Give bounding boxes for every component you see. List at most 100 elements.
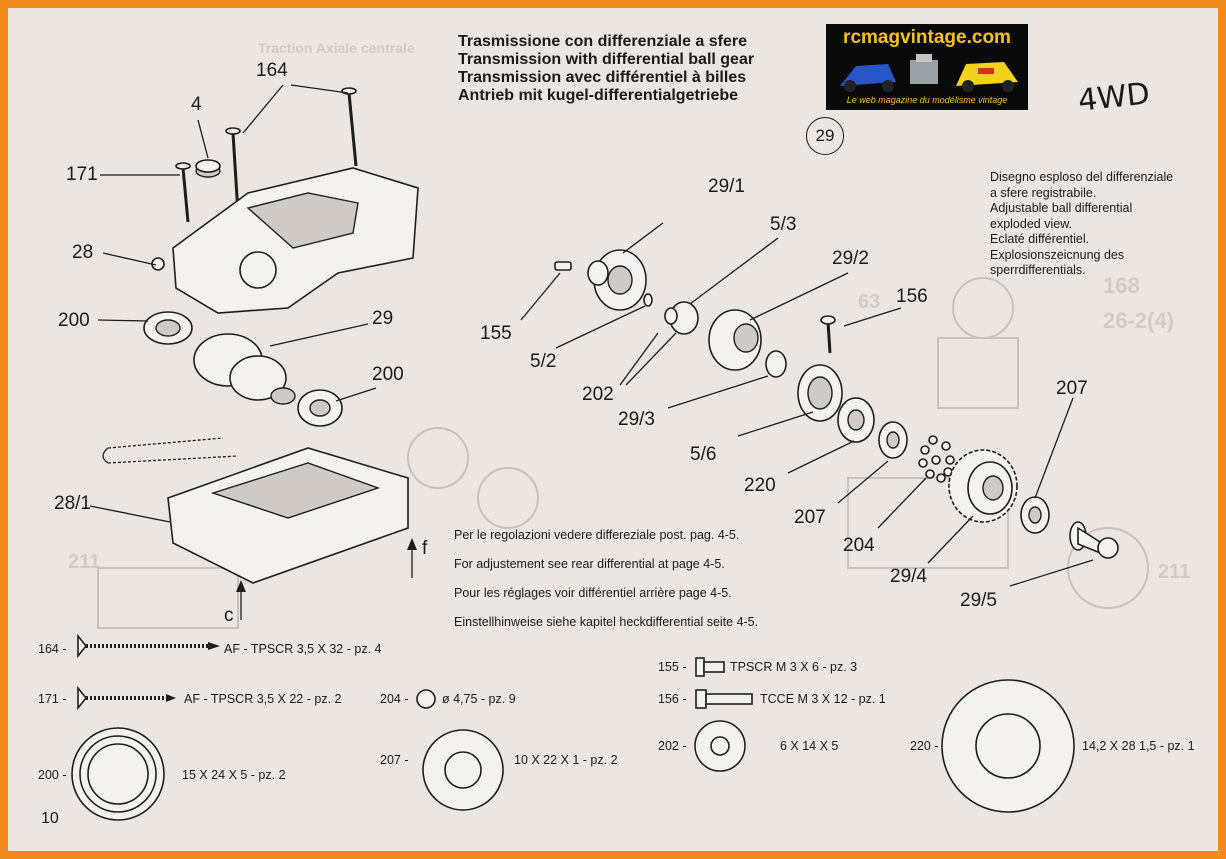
legend-200-spec: 15 X 24 X 5 - pz. 2 [182, 768, 286, 782]
legend-156-number: 156 - [658, 692, 687, 706]
screw-156 [820, 315, 836, 354]
diff-hub-29-2 [708, 309, 762, 371]
washer-207-a [878, 421, 908, 459]
callout-200-a: 200 [58, 310, 90, 331]
legend-screw-156 [695, 689, 753, 709]
pulley-29 [193, 333, 296, 405]
svg-text:Traction Axiale centrale: Traction Axiale centrale [258, 40, 415, 56]
badge-4wd: 4WD [1076, 76, 1152, 119]
title-block: Trasmissione con differenziale a sfere T… [458, 33, 754, 105]
exploded-view-drawing: 26-2(4) 168 211 211 Traction Axiale cent… [68, 40, 1190, 821]
callout-164: 164 [256, 60, 288, 81]
legend-155-spec: TPSCR M 3 X 6 - pz. 3 [730, 660, 858, 674]
description-line: Eclaté différentiel. [990, 232, 1090, 246]
description-line: Explosionszeicnung des [990, 247, 1125, 262]
callout-202: 202 [582, 384, 614, 405]
washer-207-b [1020, 496, 1050, 534]
legend-204-spec: ø 4,75 - pz. 9 [442, 692, 516, 706]
legend-156-spec: TCCE M 3 X 12 - pz. 1 [760, 692, 886, 706]
legend-202-number: 202 - [658, 739, 687, 753]
callout-29: 29 [372, 308, 394, 329]
washer-220 [837, 397, 875, 443]
callout-28-1: 28/1 [54, 493, 91, 514]
pin-5-2 [643, 293, 653, 307]
svg-text:211: 211 [68, 551, 100, 573]
note-french: Pour les réglages voir différentiel arri… [454, 586, 732, 600]
svg-text:211: 211 [1158, 561, 1190, 583]
callout-29-4: 29/4 [890, 566, 927, 587]
legend-screw-164 [77, 633, 220, 659]
legend-202-spec: 6 X 14 X 5 [780, 739, 839, 753]
legend-171-number: 171 - [38, 692, 67, 706]
gear-29-4 [948, 449, 1018, 523]
screw-164-b [225, 127, 241, 214]
callout-5-3: 5/3 [770, 214, 797, 235]
callout-29-3: 29/3 [618, 409, 655, 430]
legend-171-spec: AF - TPSCR 3,5 X 22 - pz. 2 [184, 692, 342, 706]
legend-washer-220 [941, 679, 1075, 813]
callout-28: 28 [72, 242, 94, 263]
legend-screw-155 [695, 657, 725, 677]
note-german: Einstellhinweise siehe kapitel heckdiffe… [454, 615, 759, 629]
callout-f: f [422, 538, 428, 559]
legend-220-spec: 14,2 X 28 1,5 - pz. 1 [1082, 739, 1195, 753]
callout-200-b: 200 [372, 364, 404, 385]
logo-tagline: Le web magazine du modélisme vintage [846, 95, 1008, 105]
balls-5-3 [664, 301, 699, 335]
title-english: Transmission with differential ball gear [458, 51, 755, 68]
cap-4 [195, 159, 221, 178]
housing-28 [151, 167, 419, 314]
callout-29-2: 29/2 [832, 248, 869, 269]
arrows [236, 538, 417, 620]
screw-171 [175, 162, 191, 223]
toothed-belt [102, 437, 239, 464]
callout-207-b: 207 [794, 507, 826, 528]
title-italian: Trasmissione con differenziale a sfere [458, 33, 748, 50]
legend-washer-202 [694, 720, 746, 772]
yellow-car-icon [956, 62, 1018, 92]
callout-220: 220 [744, 475, 776, 496]
section-number-badge: 29 [806, 117, 844, 155]
logo-site-name: rcmagvintage.com [843, 27, 1011, 48]
note-english: For adjustement see rear differential at… [454, 557, 725, 571]
page-number: 10 [41, 810, 59, 827]
legend-washer-207 [422, 729, 504, 811]
callout-204: 204 [843, 535, 875, 556]
bearing-200-b [297, 389, 343, 427]
callout-155: 155 [480, 323, 512, 344]
description-line: sperrdifferentials. [990, 263, 1086, 277]
leader-lines [89, 84, 1094, 587]
bearing-200-a [143, 311, 193, 345]
diff-half-29-1 [587, 249, 647, 311]
legend-164-number: 164 - [38, 642, 67, 656]
logo-car-illustrations [840, 54, 1018, 92]
description-line: Disegno esploso del differenziale [990, 170, 1174, 184]
legend-207-number: 207 - [380, 753, 409, 767]
rcmagvintage-logo: rcmagvintage.com Le web magazine du modé… [826, 24, 1028, 110]
legend-164-spec: AF - TPSCR 3,5 X 32 - pz. 4 [224, 642, 382, 656]
legend-220-number: 220 - [910, 739, 939, 753]
svg-text:168: 168 [1103, 273, 1140, 298]
legend-bearing-200 [71, 727, 165, 821]
description-line: exploded view. [990, 216, 1073, 231]
screw-164-a [341, 87, 358, 167]
balls-204 [918, 435, 955, 483]
nut-5-6 [797, 364, 843, 422]
description-block: Disegno esploso del differenziale a sfer… [990, 170, 1173, 279]
callout-156: 156 [896, 286, 928, 307]
housing-28-1 [167, 447, 409, 584]
callout-5-6: 5/6 [690, 444, 717, 465]
spacer-29-3 [765, 350, 787, 378]
svg-text:63: 63 [858, 291, 880, 313]
title-german: Antrieb mit kugel-differentialgetriebe [458, 87, 739, 104]
callout-29-1: 29/1 [708, 176, 745, 197]
legend-204-number: 204 - [380, 692, 409, 706]
description-line: a sfere registrabile. [990, 185, 1097, 200]
callout-4: 4 [191, 94, 202, 115]
callout-c: c [224, 605, 234, 626]
callout-29-5: 29/5 [960, 590, 997, 611]
legend-155-number: 155 - [658, 660, 687, 674]
legend-200-number: 200 - [38, 768, 67, 782]
shaft-29-5 [1069, 521, 1119, 559]
manual-page: 26-2(4) 168 211 211 Traction Axiale cent… [8, 8, 1218, 851]
